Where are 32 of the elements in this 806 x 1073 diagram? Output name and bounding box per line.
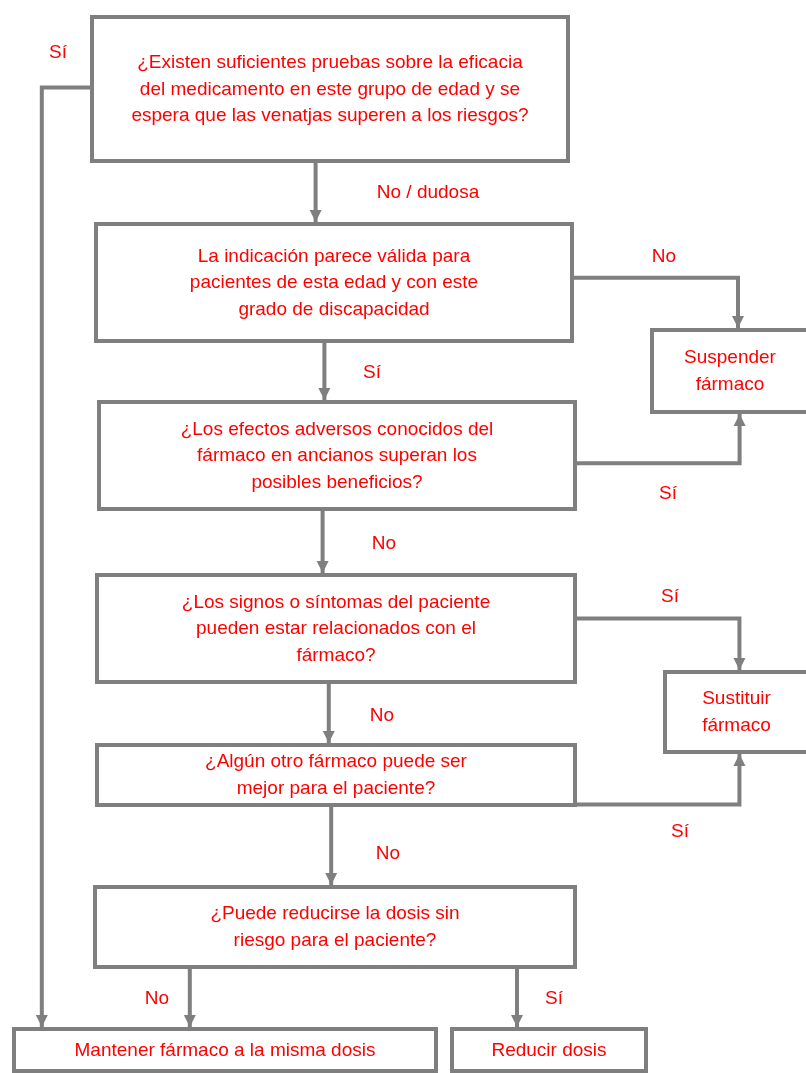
- process-box: [94, 222, 574, 343]
- arrow: [325, 807, 338, 885]
- process-box: [97, 400, 577, 511]
- box-text: ¿Los signos o síntomas del paciente pueden estar relacionados con el fármaco?: [180, 589, 492, 667]
- process-box: [650, 328, 806, 414]
- box-text: Reducir dosis: [491, 1037, 607, 1062]
- box-text: ¿Existen suficientes pruebas sobre la eficacia del medicamento en este grupo de edad y se espera que las venatjas superen a los riesgos?: [130, 50, 530, 128]
- process-box: [93, 885, 577, 969]
- process-box: [95, 573, 577, 684]
- box-text: ¿Algún otro fármaco puede ser mejor para el paciente?: [204, 749, 468, 800]
- box-text: ¿Los efectos adversos conocidos del fármaco en ancianos superan los posibles beneficios?: [179, 416, 495, 494]
- box-text: ¿Puede reducirse la dosis sin riesgo para el paciente?: [209, 901, 461, 952]
- box-text: Suspender fármaco: [683, 345, 777, 396]
- arrow: [577, 754, 746, 807]
- box-text: La indicación parece válida para pacientes de esta edad y con este grado de discapacidad: [188, 243, 480, 321]
- arrow: [577, 616, 746, 670]
- arrow: [316, 511, 329, 573]
- arrow: [322, 684, 335, 743]
- arrow: [574, 275, 744, 328]
- process-box: [450, 1027, 648, 1073]
- process-box: [663, 670, 806, 754]
- arrow: [35, 85, 90, 1027]
- arrow: [318, 343, 331, 400]
- process-box: [95, 743, 577, 807]
- arrow: [511, 969, 523, 1027]
- arrow: [183, 969, 196, 1027]
- arrow: [309, 163, 322, 222]
- box-text: Mantener fármaco a la misma dosis: [74, 1037, 376, 1062]
- process-box: [90, 15, 570, 163]
- process-box: [12, 1027, 438, 1073]
- box-text: Sustituir fármaco: [701, 686, 772, 737]
- arrow: [577, 414, 746, 466]
